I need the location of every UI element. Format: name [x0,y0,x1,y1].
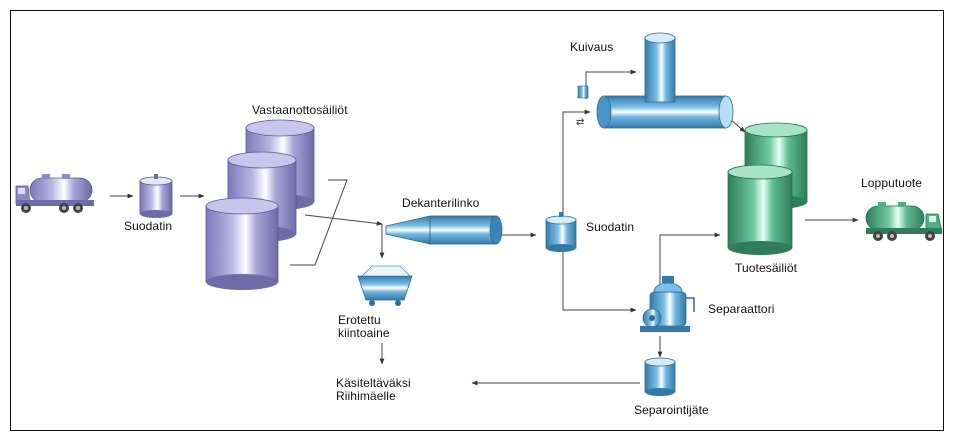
separator-icon [640,276,695,332]
label-filter-middle: Suodatin [586,220,635,234]
arrow-filter-to-dryer [562,109,591,217]
label-separated-solids-2: kiintoaine [338,326,390,340]
reception-tank-front [205,197,279,290]
tanker-truck-icon [15,174,94,213]
reception-tanks [205,119,315,290]
label-product-tanks: Tuotesäiliöt [735,261,798,275]
arrow-to-kuivaus [585,69,637,99]
label-separated-solids-1: Erotettu [338,313,381,327]
line-tanks-outlet [290,179,348,266]
dryer-icon: ⇄ [576,32,734,129]
product-tanks [727,122,808,255]
label-filter-left: Suodatin [124,219,173,233]
product-tank-front [727,164,793,255]
label-end-product: Lopputuote [861,176,923,190]
product-truck-icon [865,202,943,241]
label-decanter: Dekanterilinko [402,196,480,210]
filter-tank-icon [139,174,173,218]
label-dryer: Kuivaus [570,40,614,54]
filter-tank-icon [545,212,577,252]
arrow-tanks-to-decanter [304,214,383,226]
label-reception-tanks: Vastaanottosäiliöt [252,103,348,117]
label-to-riihimaki-1: Käsiteltäväksi [336,376,411,390]
label-separator: Separaattori [708,302,775,316]
decanter-centrifuge-icon [385,215,503,245]
solids-cart-icon [357,265,413,306]
separation-waste-tank [644,357,676,396]
arrow-separator-to-tanks [659,232,721,285]
svg-text:⇄: ⇄ [576,117,584,128]
arrow-filter-to-separator [562,252,637,313]
label-separation-waste: Separointijäte [634,403,709,417]
label-to-riihimaki-2: Riihimäelle [336,389,396,403]
